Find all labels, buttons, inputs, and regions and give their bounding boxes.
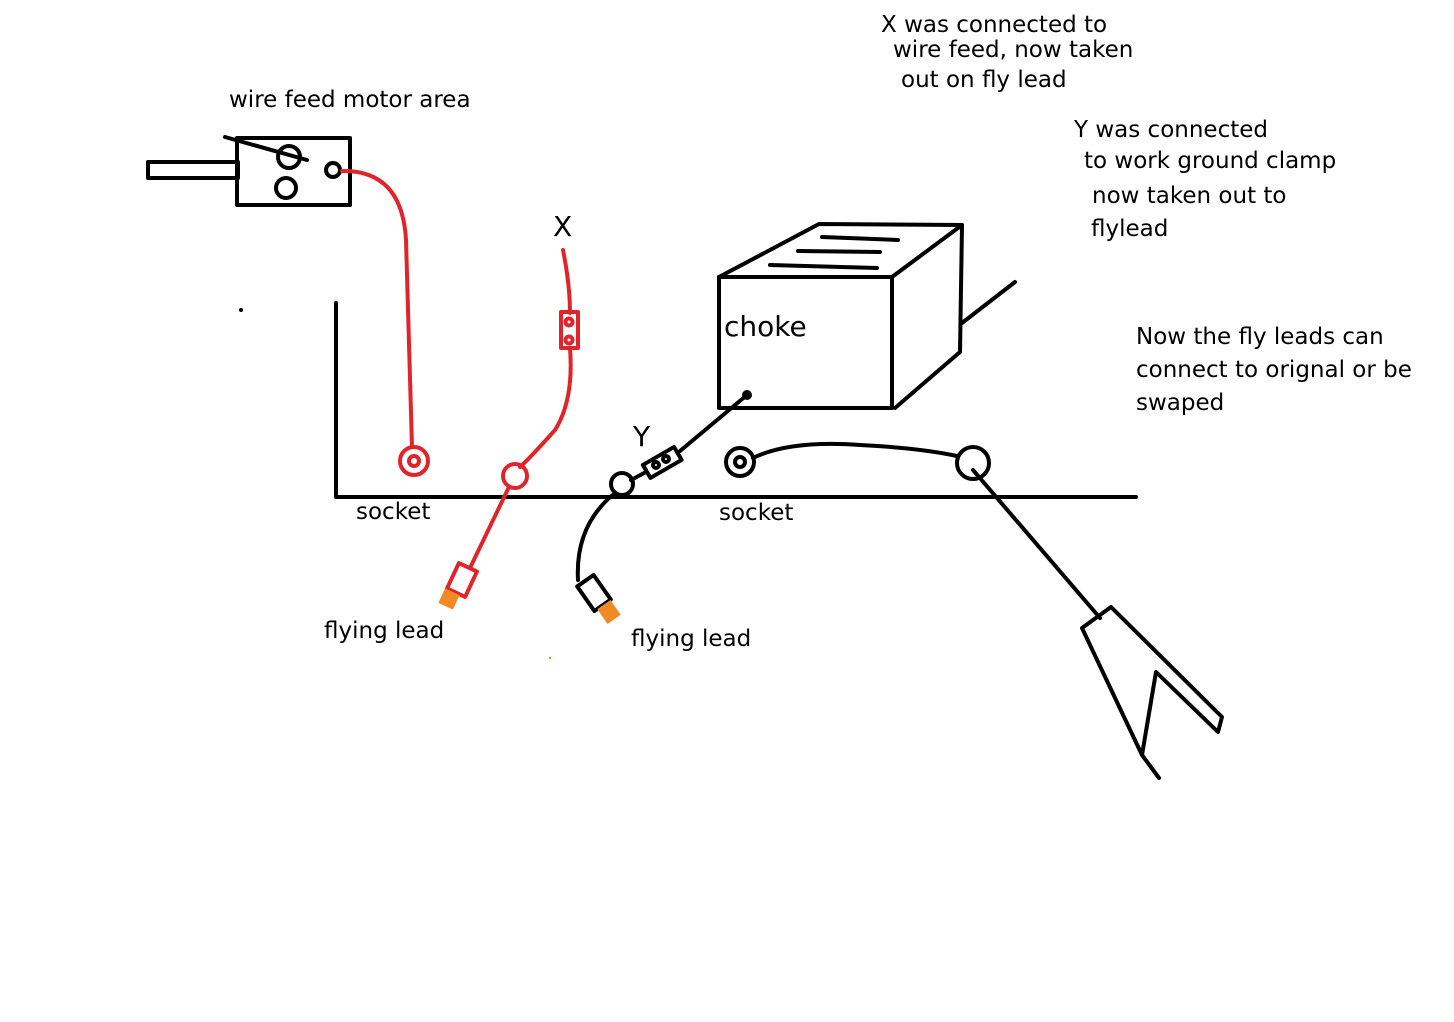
y-marker-label: Y <box>632 420 651 453</box>
flying-lead-left-wire <box>468 485 511 570</box>
wire-feed-motor <box>146 135 352 207</box>
ground-clamp-tip <box>1140 753 1161 780</box>
ground-clamp <box>1080 605 1224 757</box>
stray-dot-orange <box>548 656 552 660</box>
choke-transformer <box>717 222 1017 410</box>
flying-lead-right-wire <box>575 491 617 582</box>
choke-lead-out <box>960 280 1017 325</box>
flying-lead-right-plug <box>575 572 621 624</box>
summary-note-line: swaped <box>1136 390 1224 416</box>
y-grommet <box>609 471 635 497</box>
motor-terminal-bottom <box>274 176 298 200</box>
motor-terminal-right <box>324 161 342 179</box>
choke-vent-line <box>796 249 882 254</box>
panel-outline <box>334 301 1138 499</box>
x-note-line: wire feed, now taken <box>893 37 1133 63</box>
left-socket <box>398 445 430 477</box>
flying-lead-left-plug <box>438 561 479 610</box>
right-socket <box>724 446 756 478</box>
y-note-line: to work ground clamp <box>1084 148 1336 174</box>
stray-dot <box>239 308 243 312</box>
summary-note-line: Now the fly leads can <box>1136 324 1384 350</box>
x-grommet <box>501 462 529 490</box>
y-wire-from-choke <box>678 393 749 453</box>
motor-shaft <box>146 160 240 180</box>
x-marker-label: X <box>553 210 572 243</box>
choke-top <box>717 222 964 279</box>
socket-right-label: socket <box>719 500 793 526</box>
flying-lead-left-label: flying lead <box>324 618 444 644</box>
y-note-line: flylead <box>1091 216 1168 242</box>
work-lead-grommet <box>955 445 991 481</box>
choke-vent-line <box>768 263 879 270</box>
socket-left-label: socket <box>356 499 430 525</box>
choke-side <box>893 223 964 410</box>
choke-label: choke <box>724 310 807 343</box>
work-lead-wire <box>971 468 1102 620</box>
motor-area-label: wire feed motor area <box>229 87 471 113</box>
x-note: X was connected to wire feed, now taken … <box>881 12 1133 93</box>
flying-lead-right-label: flying lead <box>631 626 751 652</box>
x-wire <box>518 248 573 469</box>
y-note-line: now taken out to <box>1092 183 1287 209</box>
x-note-line: out on fly lead <box>901 67 1067 93</box>
summary-note: Now the fly leads can connect to orignal… <box>1136 324 1412 416</box>
x-inline-connector <box>559 310 580 350</box>
motor-brush-line <box>223 135 309 162</box>
x-note-line: X was connected to <box>881 12 1107 38</box>
y-note-line: Y was connected <box>1073 117 1268 143</box>
socket-to-grommet-wire <box>751 441 959 460</box>
summary-note-line: connect to orignal or be <box>1136 357 1412 383</box>
choke-vent-line <box>820 235 900 242</box>
motor-to-socket-wire <box>340 168 414 449</box>
choke-front <box>717 275 894 410</box>
y-note: Y was connected to work ground clamp now… <box>1073 117 1336 242</box>
